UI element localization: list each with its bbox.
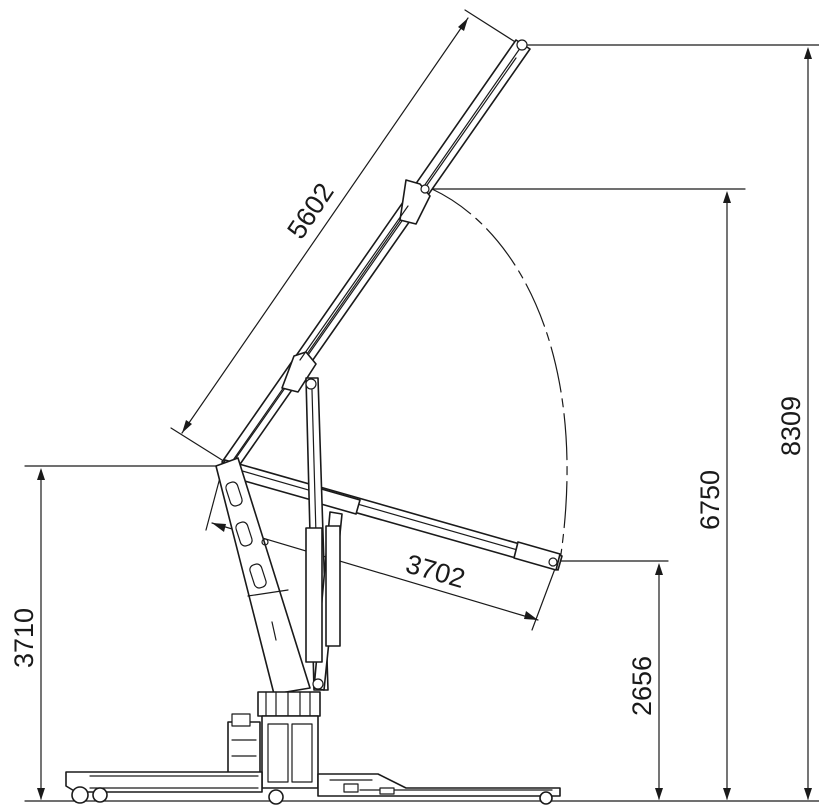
label-3702: 3702 [402, 549, 468, 594]
hydraulic-cylinders [305, 377, 343, 691]
label-3710: 3710 [9, 608, 39, 668]
boom-extended [220, 39, 531, 471]
chassis [65, 771, 561, 797]
dimension-8309 [804, 47, 812, 800]
label-6750: 6750 [695, 470, 725, 530]
reference-lines [24, 44, 819, 802]
label-2656: 2656 [627, 656, 657, 716]
label-5602: 5602 [281, 178, 339, 245]
mast [215, 457, 311, 695]
dimension-3710 [37, 468, 45, 800]
boom-retracted [219, 459, 563, 571]
engine-block [227, 713, 261, 781]
turret [257, 691, 321, 789]
wheels [71, 786, 553, 805]
dimension-6750 [723, 191, 731, 800]
label-8309: 8309 [776, 396, 806, 456]
dimension-5602 [170, 9, 521, 461]
dimension-2656 [655, 563, 663, 800]
swing-arc [431, 188, 568, 562]
